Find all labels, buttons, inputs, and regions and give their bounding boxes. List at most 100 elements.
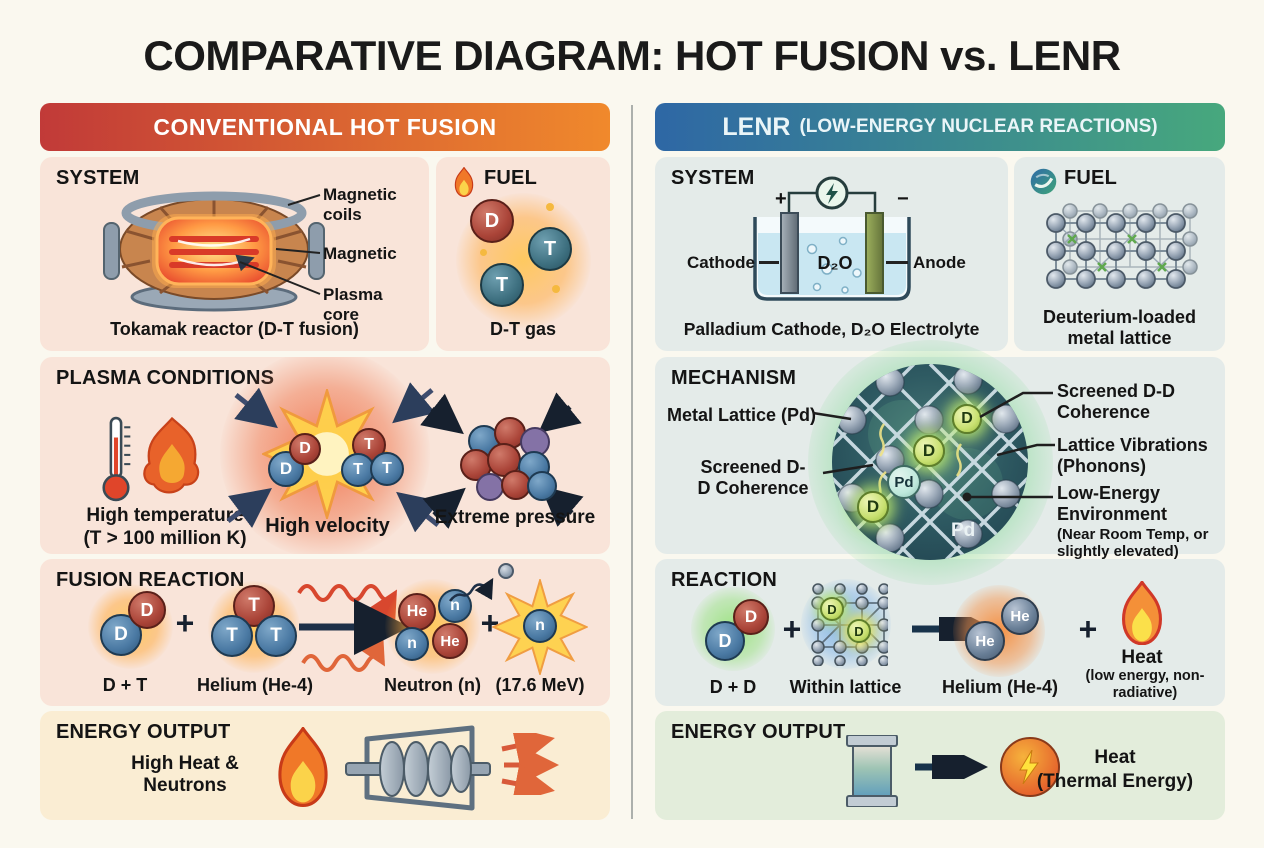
deuterium-particle: D: [705, 621, 745, 661]
calorimeter-cell-icon: [846, 735, 898, 807]
mechanism-panel: MECHANISM: [655, 340, 1225, 585]
fusion-reaction-heading: FUSION REACTION: [56, 569, 245, 591]
lenr-helium-caption: Helium (He-4): [941, 677, 1058, 697]
tritium-particle: T: [480, 263, 524, 307]
tritium-particle: T: [211, 615, 253, 657]
velocity-particle: D: [289, 433, 321, 465]
lenr-energy-panel: ENERGY OUTPUT Heat (Thermal Energy): [655, 711, 1225, 820]
anode-label-line: [886, 261, 908, 264]
lenr-system-caption: Palladium Cathode, D₂O Electrolyte: [683, 319, 980, 339]
neutron-caption: Neutron (n): [384, 675, 481, 695]
deuterium-particle: D: [470, 199, 514, 243]
deuterium-in-lattice: D: [857, 491, 889, 523]
deuterium-in-lattice: D: [820, 597, 844, 621]
page-title: COMPARATIVE DIAGRAM: HOT FUSION vs. LENR: [143, 32, 1121, 79]
flame-icon: [454, 167, 474, 197]
cathode-label-line: [759, 261, 779, 264]
deuterium-particle: D: [733, 599, 769, 635]
dd-caption: D + D: [709, 677, 757, 697]
velocity-particle: D: [268, 451, 304, 487]
tritium-particle: T: [255, 615, 297, 657]
escaping-neutron: [498, 563, 514, 579]
metal-lattice-illustration: [1046, 203, 1198, 289]
neutron-nucleon: n: [395, 627, 429, 661]
helium-nucleon: He: [398, 593, 436, 631]
lenr-fuel-heading: FUEL: [1064, 167, 1118, 189]
lenr-fuel-panel: FUEL: [1014, 157, 1225, 351]
mechanism-label-lines: [812, 391, 1055, 502]
electrolysis-cell-illustration: [753, 176, 911, 301]
lenr-system-heading: SYSTEM: [671, 167, 755, 189]
helium-particle: He: [1001, 597, 1039, 635]
within-lattice-caption: Within lattice: [789, 677, 902, 697]
lenr-reaction-heading: REACTION: [671, 569, 778, 591]
hot-system-panel: SYSTEM: [40, 157, 429, 351]
screened-dd-left-line2: D Coherence: [697, 477, 809, 498]
metal-lattice-label: Metal Lattice (Pd): [667, 405, 817, 425]
thermal-energy-icon: [1000, 737, 1060, 797]
helium-caption: Helium (He-4): [196, 675, 313, 695]
plus-sign: +: [480, 605, 500, 641]
plus-sign: +: [175, 605, 195, 641]
tokamak-label-lines: [239, 194, 321, 295]
pressure-nucleon: [476, 473, 504, 501]
fuel-dot: [546, 203, 554, 211]
lattice-grid: [832, 364, 1028, 560]
plasma-heading: PLASMA CONDITIONS: [56, 367, 275, 389]
hot-fusion-header: CONVENTIONAL HOT FUSION: [40, 103, 610, 151]
fuel-dot: [552, 285, 560, 293]
plus-sign: +: [1078, 611, 1098, 647]
palladium-text-label: Pd: [951, 520, 976, 541]
high-velocity-caption: High velocity: [265, 515, 390, 537]
hot-fuel-caption: D-T gas: [489, 319, 556, 339]
turbine-icon: [345, 725, 491, 811]
lenr-header: LENR (LOW-ENERGY NUCLEAR REACTIONS): [655, 103, 1225, 151]
lenr-energy-heading: ENERGY OUTPUT: [671, 721, 846, 743]
lenr-energy-caption2: (Thermal Energy): [1036, 771, 1194, 792]
extreme-pressure-caption: Extreme pressure: [434, 507, 596, 528]
hot-energy-caption: High Heat & Neutrons: [131, 753, 239, 797]
heat-sub-caption: (low energy, non-radiative): [1085, 668, 1205, 702]
fireball-icon: [143, 417, 200, 494]
lenr-header-main: LENR: [722, 112, 791, 141]
helium-particle: He: [965, 621, 1005, 661]
hot-fuel-heading: FUEL: [484, 167, 538, 189]
hot-fuel-panel: FUEL D T T D-T gas: [436, 157, 610, 351]
lenr-fuel-icon: [1030, 168, 1057, 195]
deuterium-particle: D: [128, 591, 166, 629]
velocity-particle: T: [341, 453, 375, 487]
column-divider: [631, 105, 633, 819]
dt-caption: D + T: [102, 675, 148, 695]
fast-neutron-particle: n: [523, 609, 557, 643]
pressure-nucleon: [527, 471, 557, 501]
screened-dd-label-right: Screened D-D Coherence: [1057, 381, 1176, 422]
mechanism-heading: MECHANISM: [671, 367, 797, 389]
lenr-energy-caption: Heat: [1094, 747, 1136, 768]
anode-polarity-sign: −: [897, 188, 909, 210]
cathode-label: Cathode: [687, 253, 755, 272]
high-temperature-caption: High temperature: [86, 505, 244, 526]
heat-caption: Heat: [1121, 647, 1163, 668]
deuterium-in-lattice: D: [913, 435, 945, 467]
screened-dd-label-left: Screened D- D Coherence: [683, 457, 823, 498]
hot-energy-panel: ENERGY OUTPUT High Heat & Neutrons: [40, 711, 610, 820]
tokamak-label-core: Plasma core: [323, 285, 383, 324]
cathode-polarity-sign: +: [775, 188, 787, 210]
high-temperature-caption2: (T > 100 million K): [83, 528, 247, 549]
d2o-label: D₂O: [817, 253, 853, 273]
fuel-dot: [480, 249, 487, 256]
low-energy-label: Low-Energy Environment: [1057, 483, 1168, 524]
tokamak-label-magnetic: Magnetic: [323, 244, 397, 263]
output-arrow: [915, 755, 988, 779]
within-lattice-illustration: [811, 583, 888, 666]
pressure-nucleon: [501, 470, 531, 500]
deuterium-in-lattice: D: [847, 619, 871, 643]
flame-icon: [278, 727, 328, 807]
low-energy-sub-label: (Near Room Temp, or slightly elevated): [1057, 526, 1209, 561]
tritium-particle: T: [528, 227, 572, 271]
palladium-atom-label: Pd: [887, 465, 921, 499]
lattice-circle-illustration: [832, 364, 1028, 560]
helium-nucleon: He: [432, 623, 468, 659]
lenr-reaction-panel: REACTION D D D + D + D D Within lattice: [655, 559, 1225, 706]
